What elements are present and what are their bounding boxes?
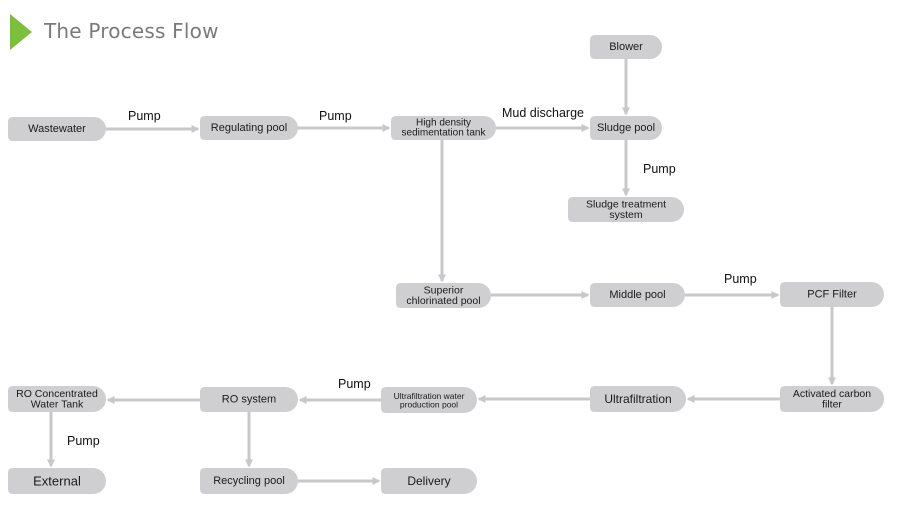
node-label: Regulating pool xyxy=(211,122,287,134)
node-label: RO Concentrated xyxy=(16,388,98,400)
node-recycling-pool: Recycling pool xyxy=(200,468,298,494)
node-label: system xyxy=(609,209,643,221)
node-shape xyxy=(8,117,106,141)
node-blower: Blower xyxy=(590,35,662,59)
mud-discharge-label: Mud discharge xyxy=(502,106,584,120)
node-label: Ultrafiltration water xyxy=(394,391,465,401)
node-shape xyxy=(590,116,662,140)
node-delivery: Delivery xyxy=(381,468,477,494)
node-label: Superior xyxy=(424,284,464,296)
node-sludge-pool: Sludge pool xyxy=(590,116,662,140)
node-label: Sludge treatment xyxy=(586,198,666,210)
node-label: chlorinated pool xyxy=(406,295,480,307)
pump-label-1: Pump xyxy=(128,109,161,123)
node-shape xyxy=(200,468,298,494)
node-wastewater: Wastewater xyxy=(8,117,106,141)
node-label: RO system xyxy=(222,394,276,406)
node-external: External xyxy=(8,468,106,494)
node-label: External xyxy=(33,474,81,489)
node-shape xyxy=(8,468,106,494)
pump-label-5: Pump xyxy=(338,377,371,391)
node-label: Wastewater xyxy=(28,123,86,135)
node-shape xyxy=(396,283,491,308)
node-shape xyxy=(381,468,477,494)
node-pcf-filter: PCF Filter xyxy=(780,282,884,307)
node-shape xyxy=(590,35,662,59)
node-shape xyxy=(8,386,106,412)
node-regulating-pool: Regulating pool xyxy=(200,116,298,140)
node-shape xyxy=(780,282,884,307)
pump-label-2: Pump xyxy=(319,109,352,123)
pump-label-4: Pump xyxy=(724,272,757,286)
node-label: Activated carbon xyxy=(793,388,871,400)
node-shape xyxy=(391,116,496,140)
node-shape xyxy=(381,387,477,413)
pump-label-6: Pump xyxy=(67,434,100,448)
node-middle-pool: Middle pool xyxy=(590,283,685,307)
node-ro-system: RO system xyxy=(200,387,298,412)
node-ultrafiltration: Ultrafiltration xyxy=(590,386,686,412)
node-label: Ultrafiltration xyxy=(604,392,671,406)
node-label: High density xyxy=(416,118,471,129)
node-label: Delivery xyxy=(407,474,450,488)
node-shape xyxy=(780,386,884,412)
node-shape xyxy=(590,386,686,412)
node-label: Blower xyxy=(609,41,643,53)
node-label: PCF Filter xyxy=(807,289,857,301)
node-label: production pool xyxy=(400,399,458,409)
node-label: filter xyxy=(822,398,842,410)
node-label: Recycling pool xyxy=(213,475,285,487)
node-label: Water Tank xyxy=(31,398,84,410)
node-shape xyxy=(200,387,298,412)
triangle-marker-icon xyxy=(10,14,32,50)
pump-label-3: Pump xyxy=(643,162,676,176)
node-shape xyxy=(200,116,298,140)
node-shape xyxy=(590,283,685,307)
node-label: Middle pool xyxy=(609,289,665,301)
node-label: sedimentation tank xyxy=(402,128,487,139)
page-title-text: The Process Flow xyxy=(44,19,219,43)
node-shape xyxy=(568,197,684,222)
node-label: Sludge pool xyxy=(597,122,655,134)
